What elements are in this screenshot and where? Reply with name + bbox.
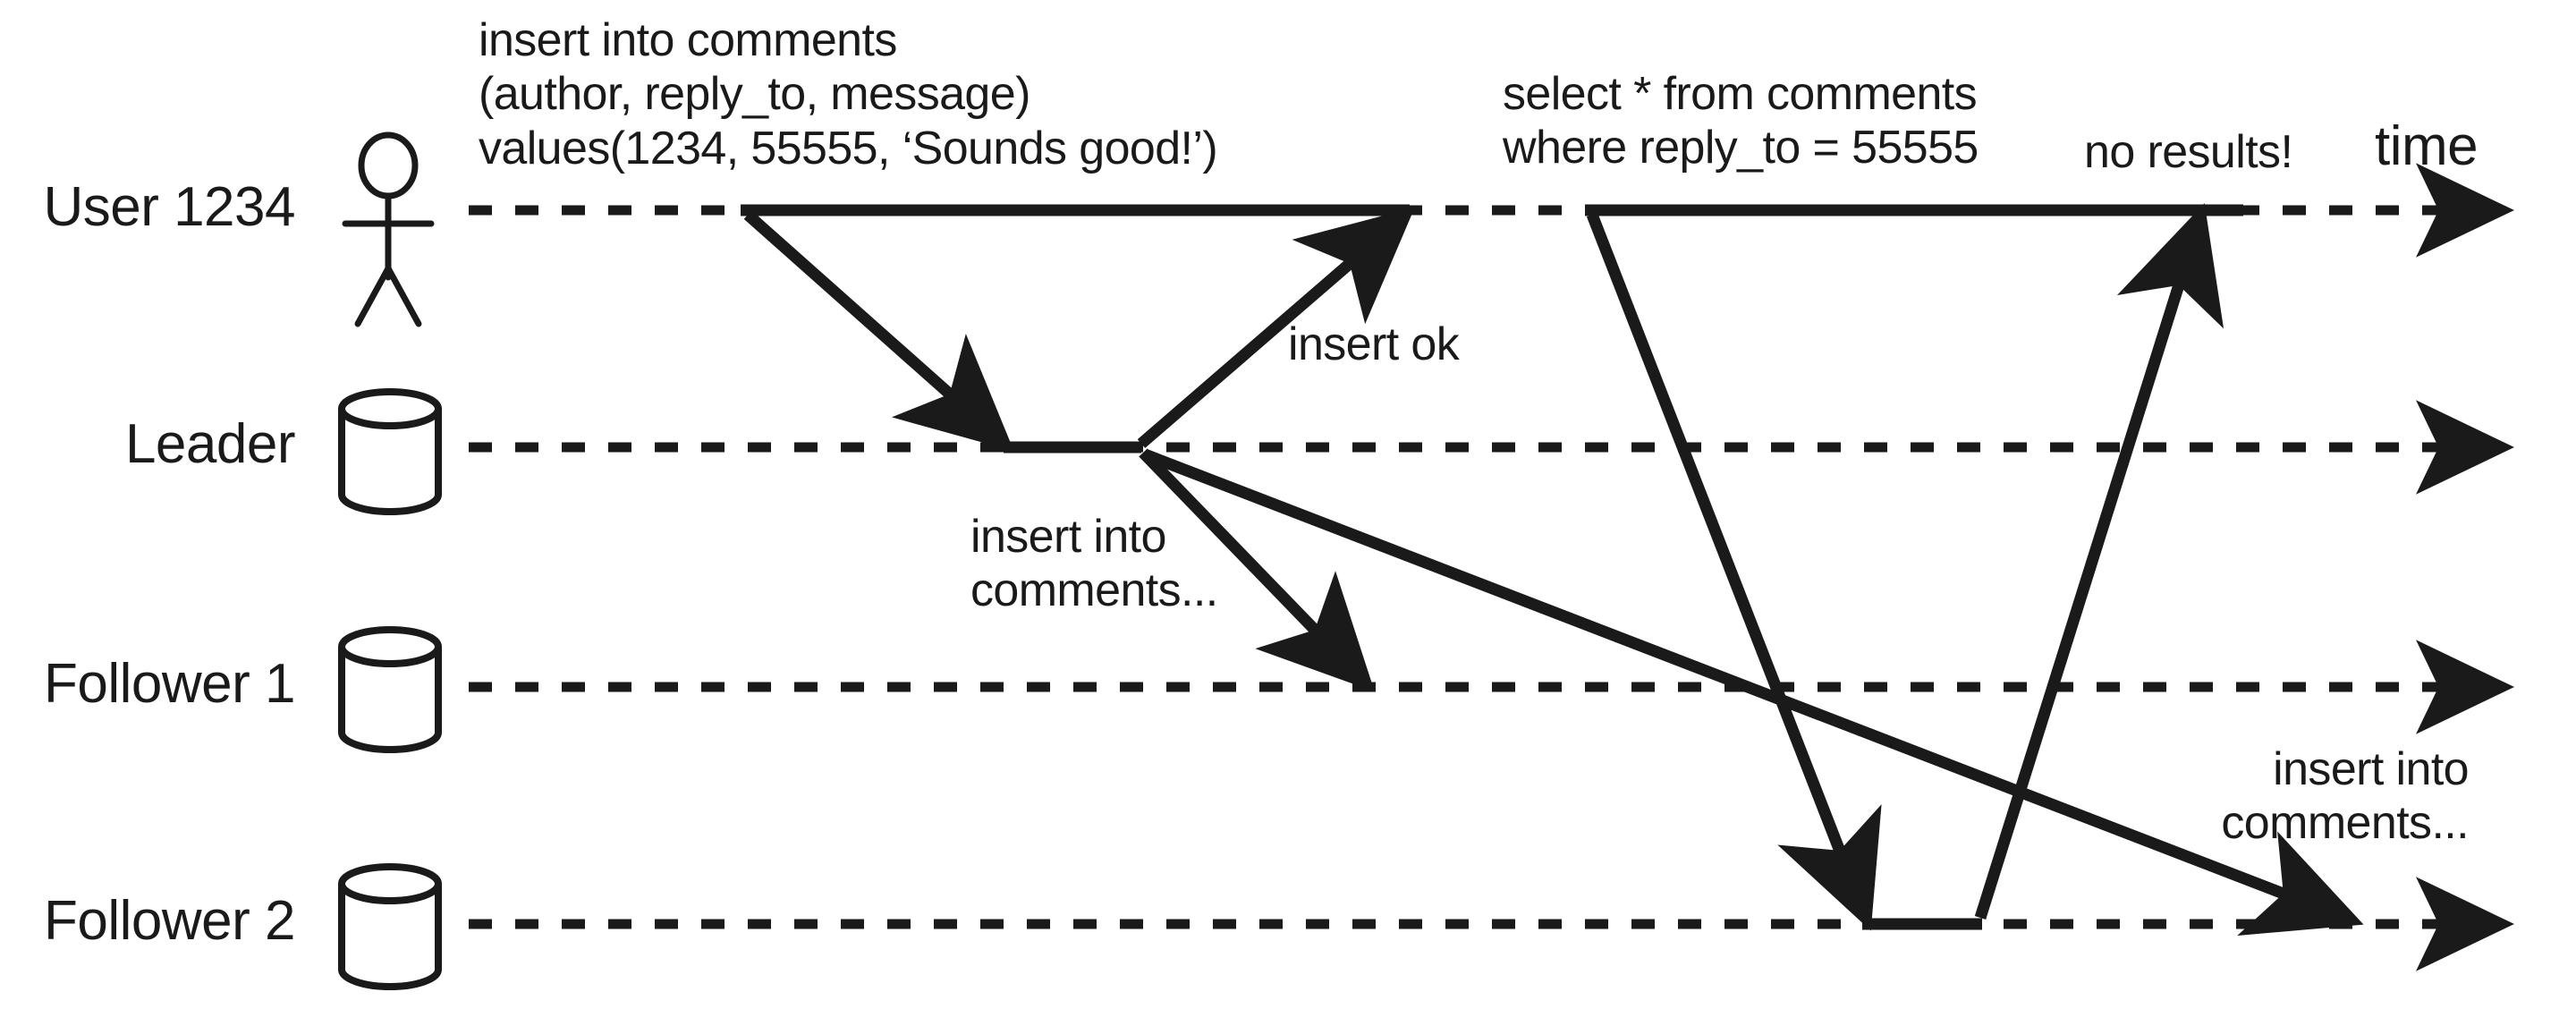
participant-label-follower1: Follower 1: [44, 653, 296, 715]
message-arrow-insert-request: [743, 210, 1014, 452]
participant-label-user: User 1234: [43, 176, 295, 238]
time-axis-label: time: [2375, 115, 2479, 177]
message-arrow-select-response: [1974, 203, 2224, 920]
note-insert-ok: insert ok: [1288, 318, 1460, 370]
message-arrow-replicate-follower2: [1142, 448, 2364, 936]
message-arrow-replicate-follower1: [1139, 448, 1375, 692]
database-cylinder-icon-follower1: [338, 626, 442, 753]
database-cylinder-icon-follower2: [338, 863, 442, 990]
participant-label-follower2: Follower 2: [44, 890, 296, 952]
actor-stick-figure-icon: [342, 131, 435, 327]
note-insert-statement: insert into comments (author, reply_to, …: [479, 14, 1218, 174]
message-arrow-insert-ack: [1137, 207, 1415, 448]
note-replicate-follower1: insert into comments...: [970, 511, 1218, 617]
database-cylinder-icon-leader: [338, 388, 442, 515]
note-replicate-follower2: insert into comments...: [2221, 743, 2469, 850]
message-arrow-select-query: [1586, 212, 1882, 931]
participant-label-leader: Leader: [124, 413, 296, 475]
note-no-results: no results!: [2084, 126, 2293, 178]
note-select-statement: select * from comments where reply_to = …: [1503, 68, 1979, 174]
